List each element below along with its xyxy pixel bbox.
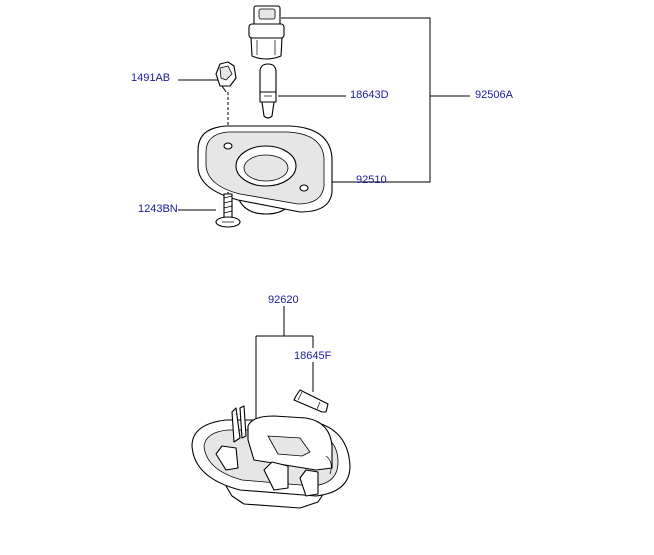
- label-92506a[interactable]: 92506A: [475, 89, 513, 101]
- base-plate-92510-drawing: [197, 125, 333, 215]
- label-1243bn[interactable]: 1243BN: [138, 203, 178, 215]
- lamp-housing-92620-drawing: [191, 405, 351, 509]
- label-1491ab[interactable]: 1491AB: [131, 72, 171, 84]
- socket-drawing: [248, 5, 285, 60]
- screw-1243bn-drawing: [215, 192, 241, 228]
- bulb-18645f-drawing: [293, 389, 329, 413]
- label-92510[interactable]: 92510: [356, 174, 387, 186]
- label-18643d[interactable]: 18643D: [350, 89, 389, 101]
- label-92620[interactable]: 92620: [268, 294, 299, 306]
- label-18645f[interactable]: 18645F: [294, 350, 332, 362]
- bulb-18643d-drawing: [259, 63, 277, 119]
- clip-1491ab-drawing: [215, 61, 237, 87]
- leader-lines-lower: [255, 306, 314, 420]
- leader-lines-upper: [178, 17, 470, 211]
